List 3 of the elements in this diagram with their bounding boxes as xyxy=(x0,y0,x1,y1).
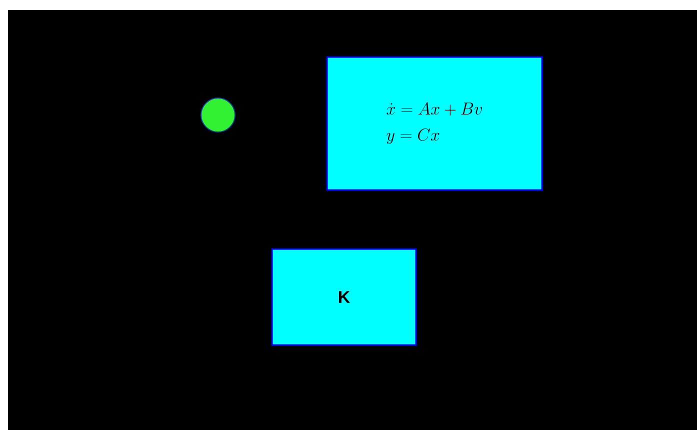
state-space-box: $\dot{x}=Ax+Bv$ $y=Cx$ xyxy=(326,56,543,191)
controller-box: K xyxy=(271,248,417,346)
circle-dot xyxy=(200,98,236,132)
